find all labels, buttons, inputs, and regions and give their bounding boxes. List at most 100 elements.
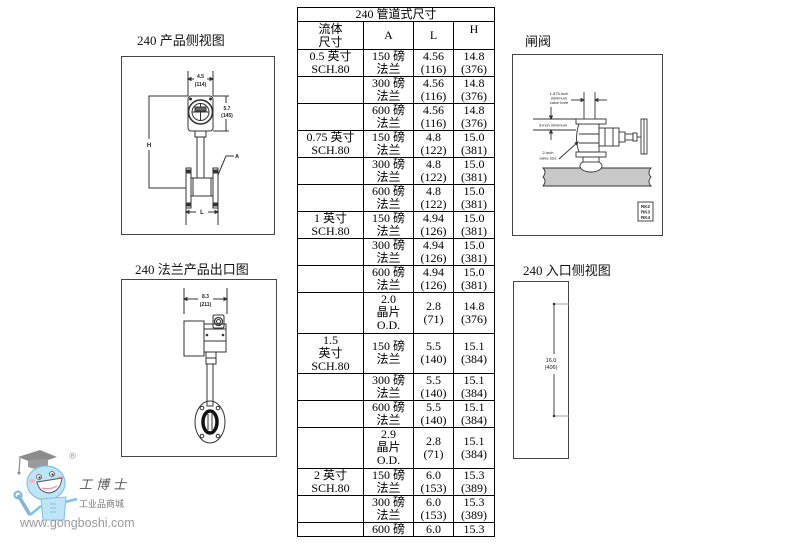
cell-line: (376)	[461, 311, 487, 326]
cell-fluid-size	[297, 184, 364, 212]
cell-fluid-size	[297, 157, 364, 185]
bore-label-line: 1.875-inch	[550, 91, 569, 96]
cell-line: 法兰	[376, 278, 401, 292]
cell-fluid-size	[297, 400, 364, 428]
head-dim-label: 5.7	[224, 106, 231, 112]
cell-l: 4.8(122)	[413, 157, 454, 185]
cell-line: 15.0	[463, 130, 485, 144]
cell-line: (384)	[461, 386, 487, 400]
cell-line: (122)	[420, 143, 447, 157]
pipe-wall	[541, 167, 653, 187]
header-line: 尺寸	[318, 34, 343, 49]
lower-flange	[575, 151, 607, 158]
cell-line: 600 磅	[371, 103, 405, 117]
cell-line: 4.94	[423, 265, 444, 279]
cell-l: 6.0	[413, 521, 454, 537]
cell-line: 15.1	[463, 373, 485, 387]
side-view-figure: 4.5 (114) 5.7 (145) H L A	[121, 56, 275, 235]
cell-line: 法兰	[376, 170, 401, 184]
cell-line: 4.8	[426, 184, 441, 198]
inlet-dim-mm-label: (406)	[545, 365, 558, 371]
side-view-drawing: 4.5 (114) 5.7 (145) H L A	[147, 71, 239, 225]
cell-h: 15.3	[452, 521, 496, 537]
transmitter-housing	[183, 320, 227, 357]
cell-line: 法兰	[376, 386, 401, 400]
l-dimension	[184, 208, 220, 225]
cell-line: 300 磅	[371, 373, 405, 387]
cell-l: 4.94(126)	[413, 265, 454, 293]
transmitter-head	[187, 95, 214, 132]
cell-line: 6.0	[426, 468, 441, 482]
header-h: H	[452, 21, 496, 50]
header-a: A	[363, 21, 414, 50]
cell-a: 300 磅法兰	[363, 76, 414, 104]
cell-a: 300 磅法兰	[363, 494, 414, 523]
cell-line: (384)	[461, 413, 487, 427]
display-window	[212, 314, 225, 329]
cell-line: 4.94	[423, 238, 444, 252]
cell-line: 300 磅	[371, 76, 405, 90]
upper-flange	[575, 118, 607, 125]
cell-line: 英寸	[318, 345, 343, 360]
table-header-row: 流体 尺寸 A L H	[297, 21, 496, 50]
width-dim-mm-label: (114)	[195, 82, 207, 88]
inlet-dim-label: 16.0	[546, 358, 557, 364]
cell-line: (376)	[461, 89, 487, 103]
valve-bonnet	[598, 127, 641, 147]
cell-line: 15.0	[463, 211, 485, 225]
cell-line: (381)	[461, 143, 487, 157]
cell-line: SCH.80	[311, 143, 350, 157]
cell-line: (140)	[420, 352, 447, 367]
mascot-body	[40, 496, 78, 521]
cell-line: SCH.80	[311, 224, 350, 238]
cell-fluid-size	[297, 238, 364, 266]
flange-outlet-title: 240 法兰产品出口图	[135, 262, 249, 277]
watermark-subtitle: 工业品商城	[79, 499, 125, 509]
cell-line: 5.5	[426, 339, 441, 354]
cell-h: 15.1(384)	[452, 400, 496, 428]
cell-line: 150 磅	[371, 468, 405, 482]
h-label: H	[147, 143, 151, 149]
cell-a: 150 磅法兰	[363, 211, 414, 239]
cell-line: 法兰	[376, 89, 401, 103]
cell-line: 150 磅	[371, 339, 405, 354]
cell-line: 2.9	[381, 427, 396, 442]
cell-line: (381)	[461, 170, 487, 184]
cell-line: 6.0	[426, 495, 441, 509]
cell-line: 14.8	[463, 103, 485, 117]
cell-fluid-size	[297, 103, 364, 131]
cell-line: (116)	[420, 62, 447, 76]
cell-fluid-size	[297, 292, 364, 334]
cell-a: 150 磅法兰	[363, 130, 414, 158]
size-label-line: 2-inch	[543, 150, 554, 155]
bore-label-line: minimum	[551, 96, 568, 101]
cell-line: 15.1	[463, 339, 485, 354]
cell-line: (126)	[420, 224, 447, 238]
bore-label-line: valve bore	[550, 100, 569, 105]
cell-a: 300 磅法兰	[363, 373, 414, 401]
cell-line: 0.75 英寸	[306, 130, 355, 144]
cell-line: 法兰	[376, 507, 401, 522]
cell-l: 2.8(71)	[413, 292, 454, 334]
cell-line: 法兰	[376, 480, 401, 495]
cell-l: 5.5(140)	[413, 373, 454, 401]
side-view-title: 240 产品侧视图	[137, 33, 225, 48]
cell-line: 4.56	[423, 49, 444, 63]
rk-code: RK2	[641, 204, 650, 209]
cell-line: 法兰	[376, 62, 401, 76]
gate-valve-title: 闸阀	[525, 34, 552, 49]
cell-a: 600 磅法兰	[363, 265, 414, 293]
width-dim-label: 4.5	[197, 74, 204, 80]
h-dimension	[148, 95, 188, 189]
